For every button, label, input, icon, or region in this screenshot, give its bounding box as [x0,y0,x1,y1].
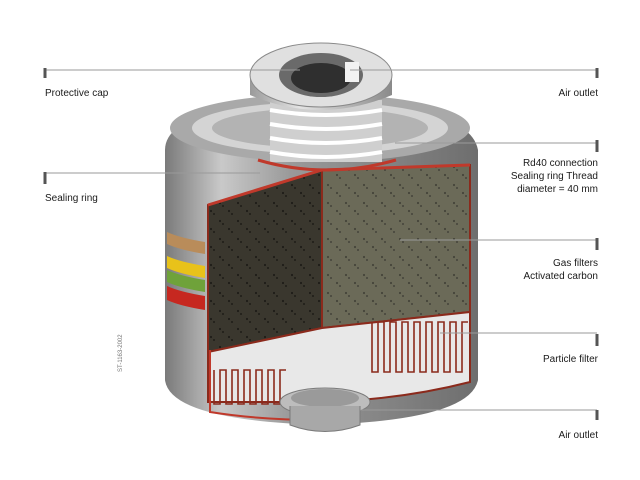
side-code-label: ST-1163-2002 [118,334,124,372]
protective-cap [249,42,393,110]
particle-filter-label: Particle filter [542,354,598,365]
sealing-ring-label: Sealing ring [45,193,98,204]
air-outlet-top-label: Air outlet [558,88,598,99]
gas-filters-line-1: Gas filters [552,258,598,269]
particle-filter [207,310,471,422]
gas-filters-label: Gas filters Activated carbon [524,257,599,283]
rd40-connection-label: Rd40 connection Sealing ring Thread diam… [511,157,598,196]
leader-lines [43,68,599,420]
protective-cap-label: Protective cap [45,88,109,99]
rd40-line-2: Sealing ring Thread [510,171,598,182]
gas-filters-line-2: Activated carbon [523,271,599,282]
gas-filter-block [207,163,471,354]
rd40-line-3: diameter = 40 mm [517,184,598,195]
rd40-line-1: Rd40 connection [522,158,598,169]
rd40-thread-neck [257,100,397,172]
bottom-outlet [279,387,371,432]
color-code-bands [167,232,205,310]
air-outlet-bottom-label: Air outlet [558,430,598,441]
